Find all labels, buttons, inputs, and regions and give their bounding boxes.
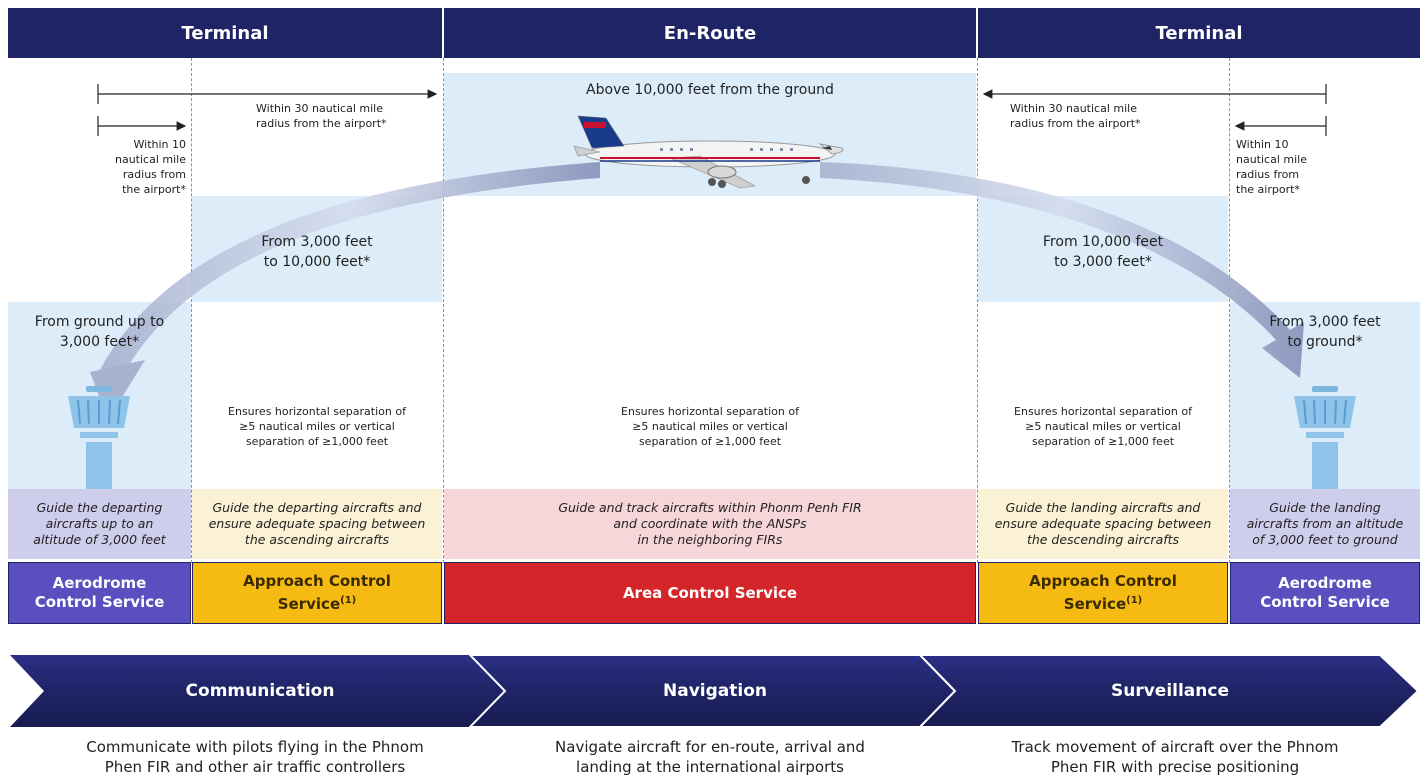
header-en-route: En-Route: [444, 8, 976, 58]
divider-2: [443, 58, 444, 563]
header-terminal-left: Terminal: [8, 8, 442, 58]
service-aerodrome-left-label: Aerodrome Control Service: [34, 574, 165, 611]
label-aerodrome-left-altitude: From ground up to 3,000 feet*: [34, 314, 165, 350]
service-aerodrome-left: Aerodrome Control Service: [8, 562, 191, 624]
guide-aerodrome-left: Guide the departing aircrafts up to an a…: [8, 489, 191, 559]
divider-4: [1229, 58, 1230, 563]
service-approach-left: Approach Control Service(1): [192, 562, 442, 624]
service-approach-left-label: Approach Control Service: [243, 572, 391, 613]
header-terminal-right: Terminal: [978, 8, 1420, 58]
guide-area: Guide and track aircrafts within Phonm P…: [444, 489, 976, 559]
service-approach-right-wrap: Approach Control Service(1): [1029, 572, 1177, 614]
header-terminal-left-label: Terminal: [181, 22, 269, 44]
separation-area: Ensures horizontal separation of ≥5 naut…: [621, 405, 799, 448]
control-tower-icon: [68, 386, 130, 490]
chevron-navigation: [468, 655, 957, 727]
chevron-communication: [10, 655, 505, 727]
label-right-30nm: Within 30 nautical mile radius from the …: [1010, 102, 1141, 130]
guide-area-text: Guide and track aircrafts within Phonm P…: [558, 500, 862, 547]
arrow-right-30: [982, 84, 1327, 104]
label-left-30nm: Within 30 nautical mile radius from the …: [256, 102, 387, 130]
label-right-10nm: Within 10 nautical mile radius from the …: [1236, 138, 1307, 196]
service-approach-right-label: Approach Control Service: [1029, 572, 1177, 613]
label-approach-right-altitude: From 10,000 feet to 3,000 feet*: [1042, 234, 1164, 270]
divider-1: [191, 58, 192, 563]
guide-aerodrome-left-text: Guide the departing aircrafts up to an a…: [33, 500, 166, 547]
header-en-route-label: En-Route: [663, 22, 757, 44]
separation-approach-right: Ensures horizontal separation of ≥5 naut…: [1014, 405, 1192, 448]
service-aerodrome-right: Aerodrome Control Service: [1230, 562, 1420, 624]
separation-approach-left: Ensures horizontal separation of ≥5 naut…: [228, 405, 406, 448]
service-approach-left-wrap: Approach Control Service(1): [243, 572, 391, 614]
chevron-surveillance: [918, 655, 1420, 727]
chevron-label-surveillance: Surveillance: [1110, 681, 1229, 701]
service-approach-right-footnote: (1): [1126, 595, 1143, 606]
guide-approach-right: Guide the landing aircrafts and ensure a…: [978, 489, 1228, 559]
arrow-left-30: [97, 84, 438, 104]
guide-aerodrome-right: Guide the landing aircrafts from an alti…: [1230, 489, 1420, 559]
arrow-left-10: [97, 116, 187, 136]
guide-approach-left: Guide the departing aircrafts and ensure…: [192, 489, 442, 559]
service-approach-left-footnote: (1): [340, 595, 357, 606]
description-surveillance: Track movement of aircraft over the Phno…: [1011, 738, 1339, 776]
guide-approach-left-text: Guide the departing aircrafts and ensure…: [208, 500, 426, 547]
control-tower-icon-right: [1294, 386, 1356, 490]
label-approach-left-altitude: From 3,000 feet to 10,000 feet*: [261, 234, 373, 270]
description-navigation: Navigate aircraft for en-route, arrival …: [555, 738, 865, 776]
service-aerodrome-right-label: Aerodrome Control Service: [1260, 574, 1390, 611]
service-area-label: Area Control Service: [622, 583, 798, 602]
divider-3: [977, 58, 978, 563]
airplane-icon: [573, 115, 844, 189]
service-approach-right: Approach Control Service(1): [978, 562, 1228, 624]
label-left-10nm: Within 10 nautical mile radius from the …: [115, 138, 186, 196]
description-communication: Communicate with pilots flying in the Ph…: [86, 738, 424, 776]
guide-approach-right-text: Guide the landing aircrafts and ensure a…: [994, 500, 1212, 547]
label-en-route-altitude: Above 10,000 feet from the ground: [586, 82, 834, 98]
flight-path-arc: [90, 162, 1304, 420]
service-area: Area Control Service: [444, 562, 976, 624]
label-aerodrome-right-altitude: From 3,000 feet to ground*: [1269, 314, 1381, 350]
header-terminal-right-label: Terminal: [1155, 22, 1243, 44]
arrow-right-10: [1234, 116, 1327, 136]
radius-arrows: [97, 84, 1327, 136]
chevron-banner: [10, 655, 1420, 727]
guide-aerodrome-right-text: Guide the landing aircrafts from an alti…: [1246, 500, 1404, 547]
chevron-label-navigation: Navigation: [663, 681, 767, 701]
chevron-label-communication: Communication: [185, 681, 335, 701]
